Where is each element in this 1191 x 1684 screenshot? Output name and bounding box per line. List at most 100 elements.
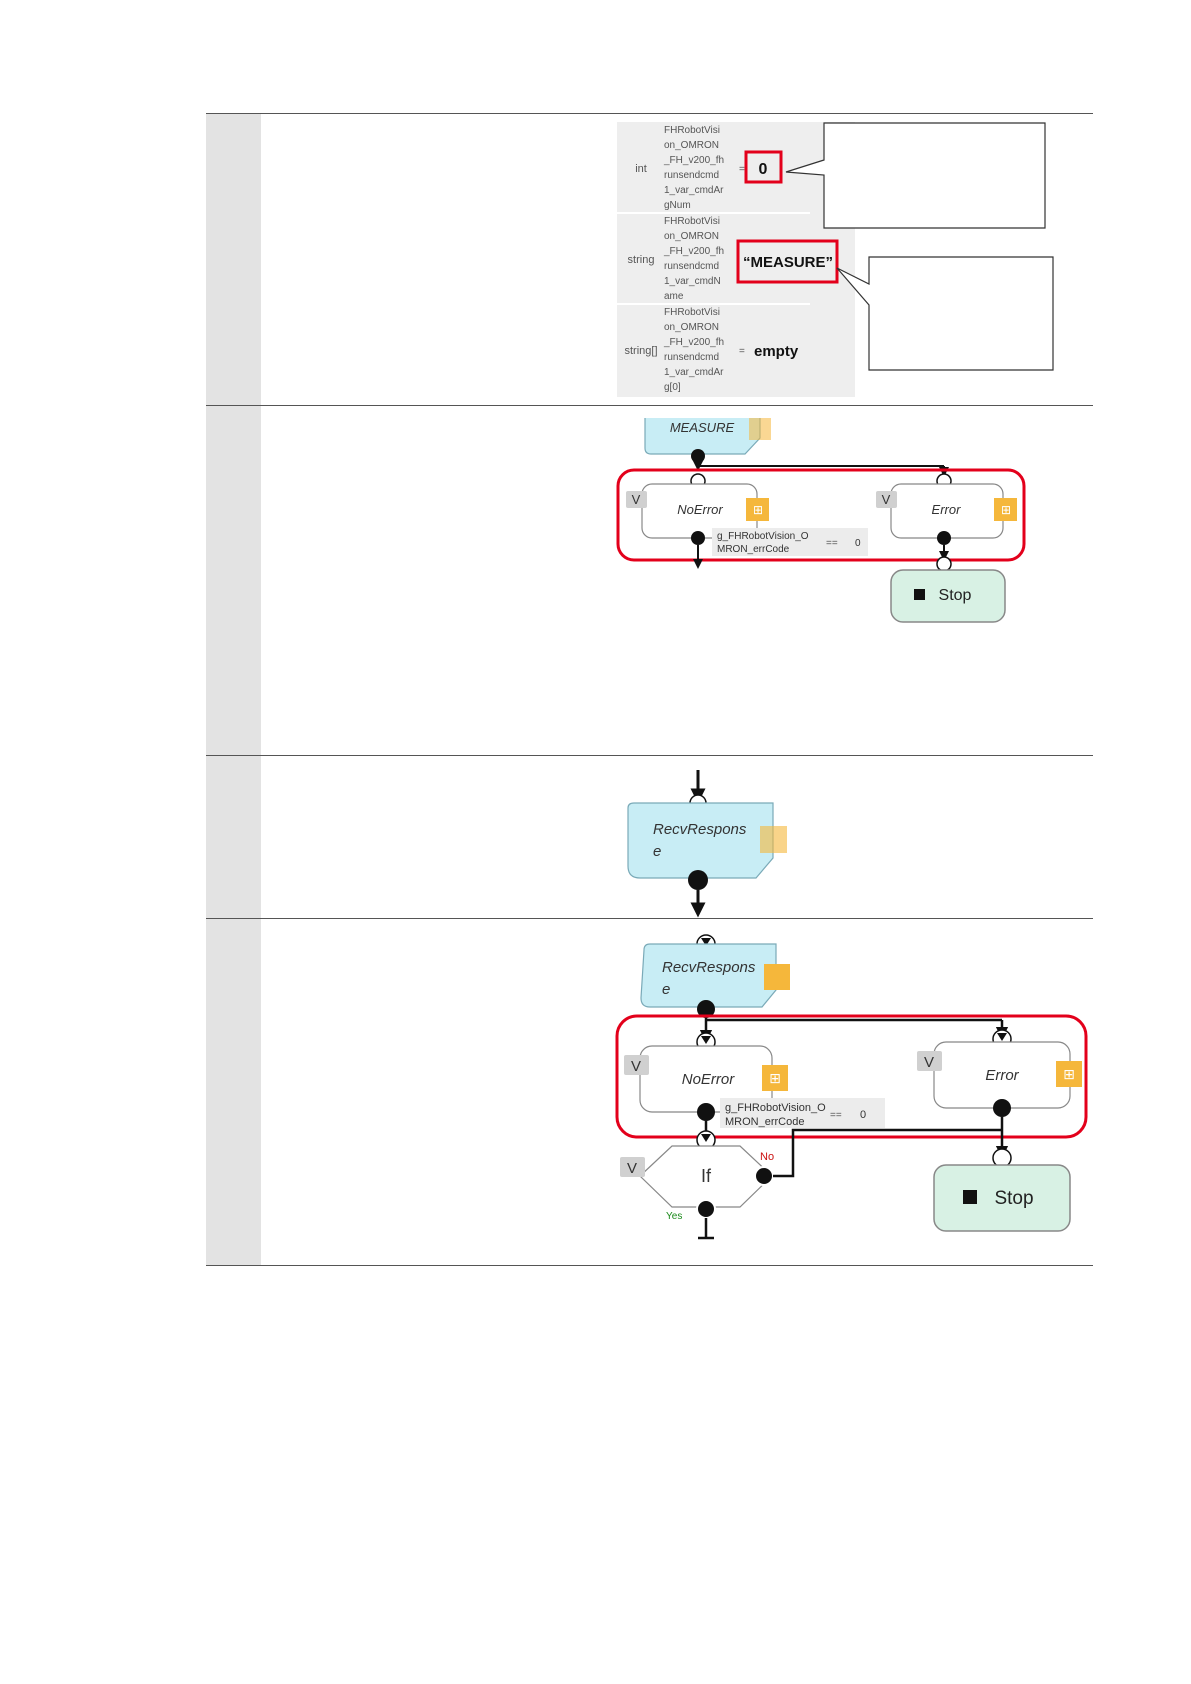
branch-icon bbox=[762, 1065, 788, 1091]
condition-line: g_FHRobotVision_O bbox=[717, 531, 809, 542]
yes-label: Yes bbox=[666, 1211, 682, 1222]
table-rule bbox=[206, 918, 1093, 919]
recvresponse-block bbox=[640, 943, 777, 1008]
v-badge bbox=[876, 491, 897, 508]
measure-block-label: MEASURE bbox=[670, 420, 735, 435]
var-name-line: runsendcmd bbox=[664, 170, 719, 181]
v-badge bbox=[620, 1157, 645, 1177]
output-port bbox=[937, 531, 951, 545]
v-badge-label: V bbox=[631, 1058, 641, 1075]
var-name-line: FHRobotVisi bbox=[664, 307, 720, 318]
var-name-line: runsendcmd bbox=[664, 352, 719, 363]
step-cell-4 bbox=[206, 918, 261, 1266]
stop-label: Stop bbox=[994, 1188, 1033, 1209]
condition-operator: == bbox=[826, 538, 838, 549]
condition-box bbox=[720, 1098, 885, 1128]
var-type: string[] bbox=[624, 345, 657, 357]
var-name-line: 1_var_cmdAr bbox=[664, 185, 724, 196]
v-badge-label: V bbox=[627, 1160, 637, 1177]
callout-box bbox=[836, 256, 1054, 371]
var-name-line: runsendcmd bbox=[664, 261, 719, 272]
branch-icon bbox=[746, 498, 769, 521]
condition-value: 0 bbox=[855, 538, 861, 549]
variable-table-figure: int FHRobotVisi on_OMRON _FH_v200_fh run… bbox=[617, 122, 1054, 397]
recvresponse-figure: RecvRespons e bbox=[627, 770, 787, 918]
measure-block bbox=[644, 418, 761, 455]
condition-line: g_FHRobotVision_O bbox=[725, 1102, 826, 1114]
var-value: 0 bbox=[759, 161, 768, 178]
block-icon bbox=[764, 964, 790, 990]
table-rule bbox=[206, 113, 1093, 114]
condition-operator: == bbox=[830, 1110, 842, 1121]
equals-sign: = bbox=[739, 164, 745, 175]
table-rule bbox=[206, 755, 1093, 756]
var-name-line: _FH_v200_fh bbox=[663, 337, 724, 348]
noerror-label: NoError bbox=[682, 1071, 736, 1088]
branch-icon bbox=[994, 498, 1017, 521]
recvresponse-block bbox=[627, 802, 774, 879]
error-label: Error bbox=[932, 502, 962, 517]
var-name-line: on_OMRON bbox=[664, 322, 719, 333]
var-name-line: _FH_v200_fh bbox=[663, 246, 724, 257]
stop-icon bbox=[914, 589, 925, 600]
measure-branch-figure: MEASURE V NoError ⊞ g_FHRobotVision_O MR… bbox=[616, 418, 1026, 623]
recvresponse-label: RecvRespons bbox=[662, 959, 756, 976]
stop-block bbox=[933, 1164, 1071, 1232]
var-name-line: 1_var_cmdN bbox=[664, 276, 721, 287]
branch-icon-glyph: ⊞ bbox=[769, 1070, 781, 1086]
stop-label: Stop bbox=[939, 587, 972, 604]
v-badge-label: V bbox=[882, 492, 891, 507]
condition-line: MRON_errCode bbox=[717, 544, 790, 555]
yes-port bbox=[696, 1199, 716, 1219]
condition-box bbox=[712, 528, 868, 556]
stop-block bbox=[890, 569, 1006, 623]
step-cell-1 bbox=[206, 113, 261, 405]
var-name-line: _FH_v200_fh bbox=[663, 155, 724, 166]
output-port bbox=[697, 1103, 715, 1121]
output-port bbox=[688, 870, 708, 890]
recvresponse-label: e bbox=[653, 843, 661, 860]
var-name-line: FHRobotVisi bbox=[664, 216, 720, 227]
var-type: string bbox=[628, 254, 655, 266]
noerror-label: NoError bbox=[677, 502, 723, 517]
branch-icon-glyph: ⊞ bbox=[1063, 1066, 1075, 1082]
value-highlight-box bbox=[744, 150, 783, 184]
block-icon bbox=[749, 418, 771, 440]
value-highlight-box bbox=[736, 239, 839, 284]
var-name-line: 1_var_cmdAr bbox=[664, 367, 724, 378]
recvresponse-label: e bbox=[662, 981, 670, 998]
step-cell-2 bbox=[206, 405, 261, 755]
var-value: empty bbox=[754, 343, 799, 360]
var-name-line: gNum bbox=[664, 200, 691, 211]
var-name-line: FHRobotVisi bbox=[664, 125, 720, 136]
branch-icon bbox=[1056, 1061, 1082, 1087]
recvresponse-label: RecvRespons bbox=[653, 821, 747, 838]
no-label: No bbox=[760, 1151, 774, 1163]
output-port bbox=[993, 1099, 1011, 1117]
no-port bbox=[754, 1166, 774, 1186]
if-label: If bbox=[701, 1166, 712, 1186]
recvresponse-branch-figure: RecvRespons e V NoError ⊞ g_FHRobotVisio… bbox=[615, 934, 1088, 1240]
v-badge-label: V bbox=[632, 492, 641, 507]
output-port bbox=[697, 1000, 715, 1018]
var-name-line: ame bbox=[664, 291, 684, 302]
procedure-table bbox=[206, 113, 1093, 1266]
table-rule bbox=[206, 1265, 1093, 1266]
stop-icon bbox=[963, 1190, 977, 1204]
error-label: Error bbox=[985, 1067, 1019, 1084]
input-port bbox=[936, 556, 952, 572]
condition-value: 0 bbox=[860, 1109, 866, 1121]
var-value: “MEASURE” bbox=[743, 254, 833, 271]
branch-highlight-box bbox=[616, 468, 1026, 562]
callout-box bbox=[785, 122, 1046, 229]
v-badge bbox=[917, 1051, 942, 1071]
output-port bbox=[691, 531, 705, 545]
block-icon bbox=[760, 826, 787, 853]
step-cell-3 bbox=[206, 755, 261, 918]
var-name-line: on_OMRON bbox=[664, 140, 719, 151]
var-type: int bbox=[635, 163, 647, 175]
branch-icon-glyph: ⊞ bbox=[1001, 503, 1011, 517]
branch-highlight-box bbox=[615, 1014, 1088, 1139]
